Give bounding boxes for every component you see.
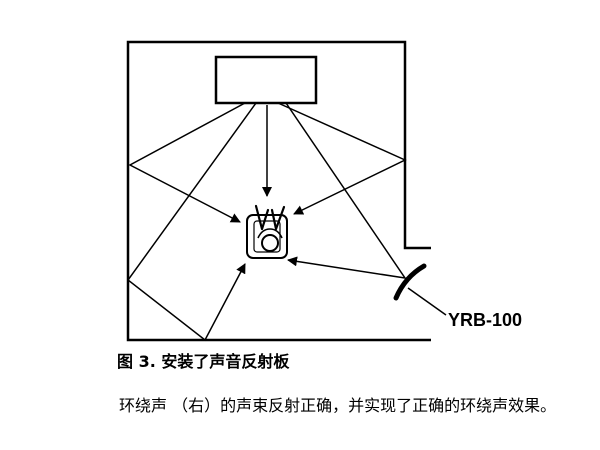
reflector-leader-line	[407, 287, 447, 316]
figure-caption: 图 3. 安装了声音反射板	[117, 352, 290, 371]
figure-description: 环绕声 （右）的声束反射正确，并实现了正确的环绕声效果。	[119, 396, 557, 415]
listener-shoulders	[257, 228, 283, 239]
rear-left-beam	[126, 102, 257, 342]
right-front-beam	[277, 102, 407, 215]
right-surround-beam	[285, 102, 407, 280]
sound-projector-unit	[214, 55, 318, 105]
reflector-label: YRB-100	[448, 310, 522, 330]
left-surround-beam	[128, 102, 246, 223]
listener-head	[261, 234, 279, 252]
room-reflection-diagram: YRB-100	[126, 40, 522, 342]
room-walls	[126, 40, 431, 342]
sound-reflector-board	[393, 263, 427, 301]
listener-legs	[254, 204, 286, 231]
listener-icon	[246, 204, 288, 259]
